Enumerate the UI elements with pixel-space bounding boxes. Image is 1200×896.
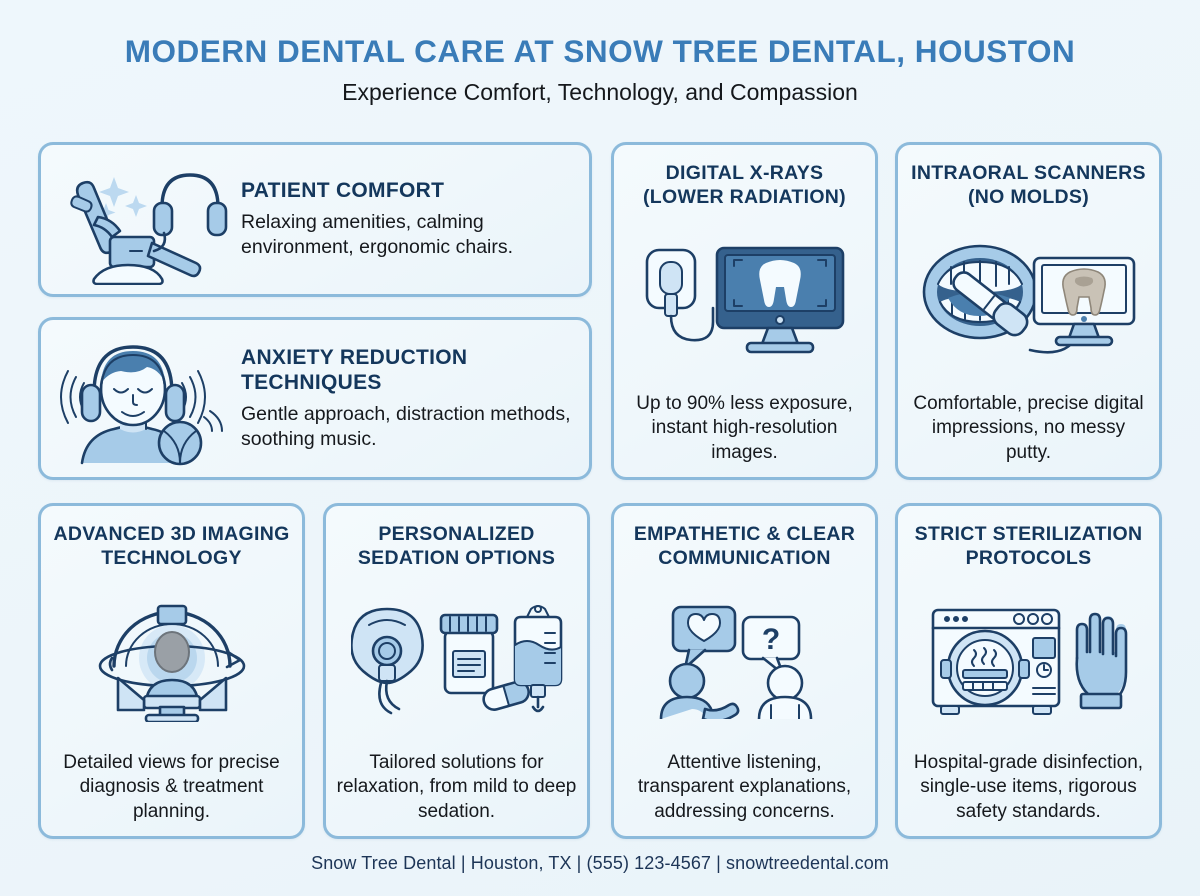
card-patient-comfort[interactable]: PATIENT COMFORT Relaxing amenities, calm… — [38, 142, 592, 297]
card-empathetic-communication[interactable]: EMPATHETIC & CLEAR COMMUNICATION ? — [611, 503, 878, 839]
card-personalized-sedation[interactable]: PERSONALIZED SEDATION OPTIONS — [323, 503, 590, 839]
page-title: MODERN DENTAL CARE AT SNOW TREE DENTAL, … — [124, 33, 1076, 69]
card-heading: ADVANCED 3D IMAGING TECHNOLOGY — [53, 523, 290, 570]
card-heading: ANXIETY REDUCTION TECHNIQUES — [241, 345, 468, 395]
card-body: Relaxing amenities, calming environment,… — [241, 210, 514, 259]
autoclave-glove-icon — [908, 571, 1149, 751]
xray-sensor-monitor-tooth-icon — [624, 210, 865, 392]
card-body: Gentle approach, distraction methods, so… — [241, 402, 571, 451]
card-strict-sterilization[interactable]: STRICT STERILIZATION PROTOCOLS — [895, 503, 1162, 839]
card-body: Attentive listening, transparent explana… — [637, 752, 852, 822]
card-advanced-3d-imaging[interactable]: ADVANCED 3D IMAGING TECHNOLOGY — [38, 503, 305, 839]
card-heading: PERSONALIZED SEDATION OPTIONS — [357, 523, 556, 570]
card-intraoral-scanners[interactable]: INTRAORAL SCANNERS (NO MOLDS) — [895, 142, 1162, 480]
svg-text:?: ? — [761, 623, 779, 656]
card-text-block: PATIENT COMFORT Relaxing amenities, calm… — [237, 178, 573, 260]
card-heading: EMPATHETIC & CLEAR COMMUNICATION — [633, 523, 856, 570]
footer-contact: Snow Tree Dental | Houston, TX | (555) 1… — [311, 853, 889, 873]
card-body: Comfortable, precise digital impressions… — [913, 393, 1144, 463]
card-digital-xrays[interactable]: DIGITAL X-RAYS (LOWER RADIATION) — [611, 142, 878, 480]
card-body: Hospital-grade disinfection, single-use … — [913, 752, 1144, 822]
header: MODERN DENTAL CARE AT SNOW TREE DENTAL, … — [0, 0, 1200, 107]
card-heading: STRICT STERILIZATION PROTOCOLS — [914, 523, 1143, 570]
card-body: Tailored solutions for relaxation, from … — [336, 752, 577, 822]
card-heading: DIGITAL X-RAYS (LOWER RADIATION) — [643, 162, 846, 209]
card-body: Detailed views for precise diagnosis & t… — [63, 752, 280, 822]
person-headphones-stressball-icon — [51, 331, 237, 467]
card-heading: INTRAORAL SCANNERS (NO MOLDS) — [911, 162, 1146, 209]
nitrous-mask-pillbottle-ivbag-icon — [336, 571, 577, 751]
cards-grid: PATIENT COMFORT Relaxing amenities, calm… — [38, 142, 1162, 839]
card-text-block: ANXIETY REDUCTION TECHNIQUES Gentle appr… — [237, 345, 573, 453]
dental-chair-headphones-icon — [51, 155, 237, 285]
two-people-speech-bubbles-icon: ? — [624, 571, 865, 751]
cbct-scanner-patient-icon — [51, 571, 292, 751]
card-body: Up to 90% less exposure, instant high-re… — [636, 393, 853, 463]
mouth-scanner-wand-monitor-icon — [908, 210, 1149, 392]
card-anxiety-reduction[interactable]: ANXIETY REDUCTION TECHNIQUES Gentle appr… — [38, 317, 592, 480]
card-heading: PATIENT COMFORT — [241, 179, 445, 203]
page-subtitle: Experience Comfort, Technology, and Comp… — [342, 79, 858, 106]
